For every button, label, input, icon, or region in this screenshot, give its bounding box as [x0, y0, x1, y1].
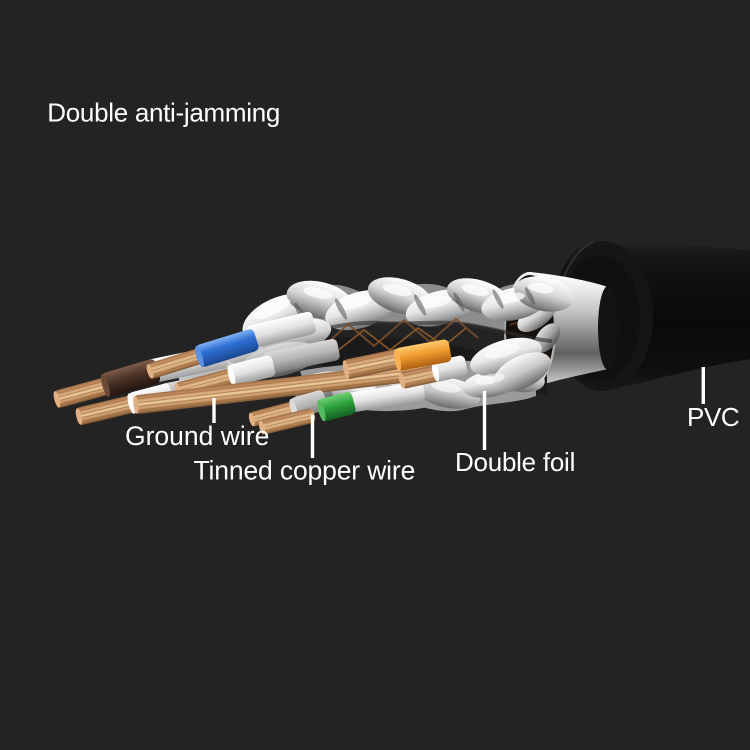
svg-text:Double foil: Double foil [455, 447, 575, 477]
svg-text:PVC: PVC [687, 402, 739, 432]
svg-text:Double anti-jamming: Double anti-jamming [47, 98, 280, 128]
svg-text:Tinned copper wire: Tinned copper wire [194, 456, 416, 486]
svg-text:Ground wire: Ground wire [125, 421, 269, 451]
